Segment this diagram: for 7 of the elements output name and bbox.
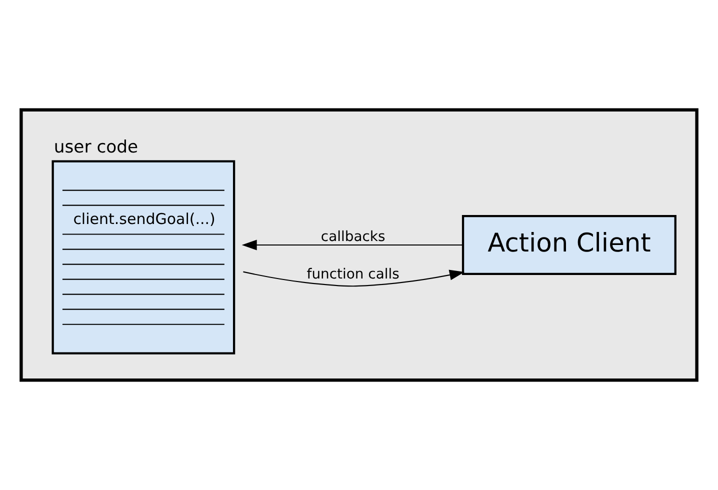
node-label: user code <box>54 138 138 158</box>
node-box: Action Client <box>462 214 676 276</box>
edge-label: callbacks <box>320 229 386 246</box>
cluster <box>20 108 698 382</box>
edge-label: function calls <box>306 266 400 283</box>
arrow <box>242 240 464 250</box>
arrow <box>243 270 465 287</box>
